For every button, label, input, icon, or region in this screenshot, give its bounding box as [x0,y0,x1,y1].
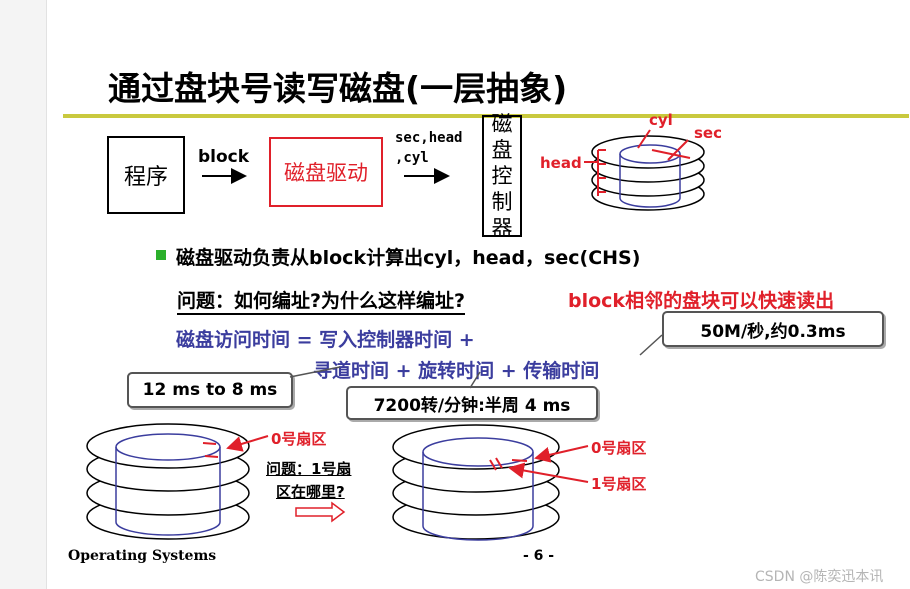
disk-controller-label: 磁盘控制器 [491,112,513,240]
question-sector1-line1: 问题：1号扇 [266,460,352,478]
disk-controller-box: 磁盘控制器 [482,112,522,240]
arrow-label-params-2: ,cyl [395,150,429,166]
right-disk-cylinder [422,437,534,541]
left-disk-sector0-label: 0号扇区 [271,430,327,448]
question-sector1-line2: 区在哪里? [276,483,345,501]
access-time-formula-2: 寻道时间 + 旋转时间 + 传输时间 [313,360,600,382]
left-disk-illustration [86,423,250,540]
bullet-text: 磁盘驱动负责从block计算出cyl，head，sec(CHS) [176,247,641,269]
disk-label-sec: sec [694,124,722,142]
disk-label-cyl: cyl [649,111,673,129]
footer-page-number: - 6 - [523,548,555,564]
disk-label-head: head [540,154,582,172]
left-disk-sector-markers [202,435,269,458]
arrow-label-params-1: sec,head [395,130,463,146]
right-disk-sector-markers [489,445,589,483]
hollow-arrow-right [295,501,346,523]
callout-rotation-text: 7200转/分钟:半周 4 ms [373,395,571,416]
access-time-formula-1: 磁盘访问时间 = 写入控制器时间 + [176,329,475,351]
callout-rotation-time: 7200转/分钟:半周 4 ms [346,386,598,420]
right-disk-illustration [392,424,560,540]
arrow-label-block: block [198,147,250,167]
answer-adjacent-blocks: block相邻的盘块可以快速读出 [568,290,835,312]
right-disk-sector0-label: 0号扇区 [591,439,647,457]
top-disk-markers [584,129,691,196]
bullet-square [156,250,166,260]
slide-title: 通过盘块号读写磁盘(一层抽象) [108,69,568,108]
top-disk-cylinder [619,144,681,208]
disk-driver-label: 磁盘驱动 [284,161,368,185]
program-label: 程序 [123,165,168,190]
callout-transfer-time: 50M/秒,约0.3ms [662,311,884,347]
left-disk-cylinder [115,433,221,536]
callout-line-transfer [639,334,663,356]
callout-transfer-text: 50M/秒,约0.3ms [700,321,846,342]
top-disk-illustration [591,135,705,211]
callout-line-rotation [469,371,481,389]
watermark: CSDN @陈奕迅本讯 [755,569,884,585]
right-disk-sector1-label: 1号扇区 [591,475,647,493]
disk-driver-box: 磁盘驱动 [269,137,383,207]
program-box: 程序 [107,136,185,214]
callout-seek-time: 12 ms to 8 ms [127,372,293,408]
left-sidebar-strip [0,0,47,589]
callout-seek-text: 12 ms to 8 ms [142,380,278,400]
callout-line-seek [289,366,341,378]
footer-course: Operating Systems [68,548,217,564]
question-addressing: 问题：如何编址?为什么这样编址? [177,286,466,315]
